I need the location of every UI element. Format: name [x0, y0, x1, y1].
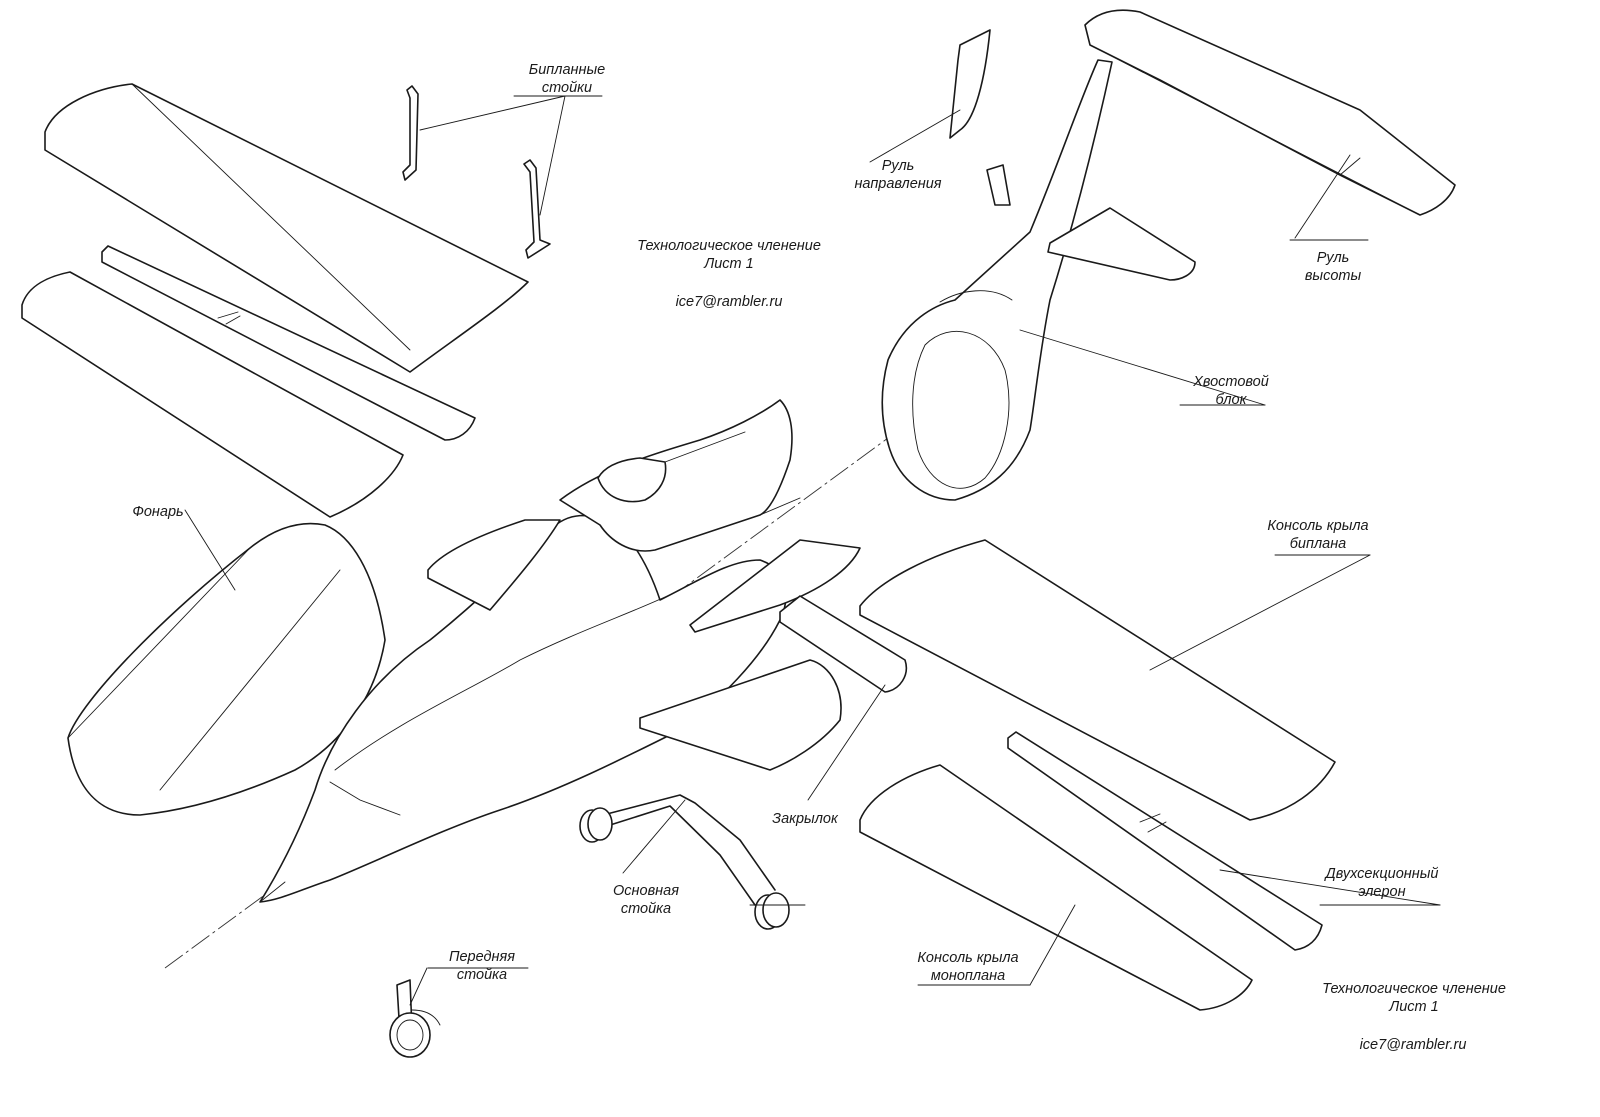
- sheet-top: Лист 1: [703, 256, 753, 272]
- email-top: ice7@rambler.ru: [676, 294, 783, 310]
- label-main-gear-line1: Основная: [613, 883, 679, 899]
- label-nose-gear-line1: Передняя: [449, 949, 515, 965]
- lower-right-wing-panel: [859, 764, 1253, 1011]
- label-tail-unit-line1: Хвостовой: [1192, 374, 1269, 390]
- label-aileron-line1: Двухсекционный: [1324, 866, 1439, 882]
- sheet-bottom: Лист 1: [1388, 999, 1438, 1015]
- label-biplane-struts-line1: Бипланные: [529, 62, 605, 78]
- title-top: Технологическое членение: [637, 238, 821, 254]
- email-bottom: ice7@rambler.ru: [1360, 1037, 1467, 1053]
- centre-section-right: [639, 539, 861, 771]
- label-elevator-line2: высоты: [1305, 268, 1362, 284]
- label-monoplane-wing-line1: Консоль крыла: [917, 950, 1018, 966]
- right-aileron-part: [1007, 731, 1323, 951]
- label-aileron-line2: элерон: [1358, 884, 1405, 900]
- label-monoplane-wing-line2: моноплана: [931, 968, 1005, 984]
- nose-gear-part: [389, 979, 441, 1058]
- label-tail-unit-line2: блок: [1216, 392, 1248, 408]
- label-elevator-line1: Руль: [1317, 250, 1350, 266]
- upper-right-wing-panel: [859, 539, 1336, 821]
- tail-unit-part: [881, 59, 1196, 501]
- label-nose-gear-line2: стойка: [457, 967, 507, 983]
- label-rudder-line2: направления: [854, 176, 941, 192]
- label-biplane-struts-line2: стойки: [542, 80, 592, 96]
- canopy-part: [67, 522, 386, 816]
- label-flap: Закрылок: [772, 811, 839, 827]
- upper-left-aileron: [101, 245, 476, 441]
- title-bottom: Технологическое членение: [1322, 981, 1506, 997]
- label-biplane-wing-line2: биплана: [1290, 536, 1347, 552]
- label-canopy: Фонарь: [132, 504, 183, 520]
- flap-part: [779, 595, 907, 693]
- label-rudder-line1: Руль: [882, 158, 915, 174]
- biplane-strut-1: [402, 85, 419, 181]
- elevator-part: [1084, 9, 1456, 216]
- label-biplane-wing-line1: Консоль крыла: [1267, 518, 1368, 534]
- centre-section-left: [427, 519, 561, 611]
- fuselage-part: [259, 514, 787, 903]
- leader-lines: [184, 95, 1441, 1006]
- lower-left-wing-panel: [21, 271, 404, 518]
- label-main-gear-line2: стойка: [621, 901, 671, 917]
- upper-centre-section: [559, 399, 801, 552]
- main-gear-part: [579, 794, 806, 930]
- upper-left-wing-panel: [44, 83, 529, 373]
- rudder-part: [949, 29, 991, 139]
- biplane-strut-2: [523, 159, 551, 259]
